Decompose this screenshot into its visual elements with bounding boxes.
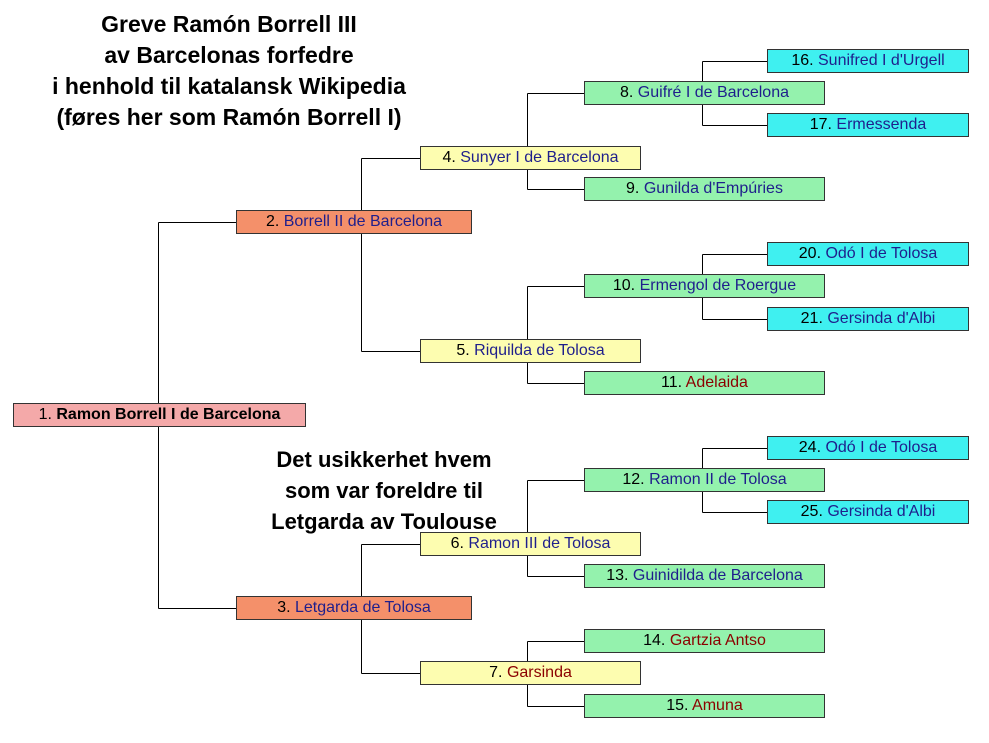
ancestor-number: 8. — [620, 84, 638, 101]
ancestor-box-10: 10. Ermengol de Roergue — [584, 274, 825, 298]
ancestor-box-17: 17. Ermessenda — [767, 113, 969, 137]
ancestor-number: 11. — [661, 374, 686, 391]
ancestor-box-13: 13. Guinidilda de Barcelona — [584, 564, 825, 588]
ancestor-number: 1. — [38, 406, 57, 423]
ancestor-name-link[interactable]: Gartzia Antso — [669, 632, 766, 649]
ancestor-box-2: 2. Borrell II de Barcelona — [236, 210, 472, 234]
ancestor-number: 5. — [456, 342, 475, 359]
ancestor-name-link[interactable]: Garsinda — [506, 664, 572, 681]
ancestor-box-9: 9. Gunilda d'Empúries — [584, 177, 825, 201]
ancestor-number: 15. — [666, 697, 693, 714]
ancestor-number: 6. — [450, 535, 469, 552]
title-line: Greve Ramón Borrell III — [101, 11, 357, 37]
ancestor-box-20: 20. Odó I de Tolosa — [767, 242, 969, 266]
ancestor-box-3: 3. Letgarda de Tolosa — [236, 596, 472, 620]
ancestor-box-8: 8. Guifré I de Barcelona — [584, 81, 825, 105]
ancestor-box-21: 21. Gersinda d'Albi — [767, 307, 969, 331]
ancestor-name-link[interactable]: Amuna — [692, 697, 743, 714]
ancestor-name-link[interactable]: Gersinda d'Albi — [827, 310, 936, 327]
ancestor-box-11: 11. Adelaida — [584, 371, 825, 395]
ancestor-number: 10. — [612, 277, 640, 294]
ancestor-box-6: 6. Ramon III de Tolosa — [420, 532, 641, 556]
uncertainty-note: Det usikkerhet hvem som var foreldre til… — [234, 444, 534, 537]
ancestor-name-link[interactable]: Letgarda de Tolosa — [294, 599, 431, 616]
ancestor-box-4: 4. Sunyer I de Barcelona — [420, 146, 641, 170]
ancestor-number: 2. — [265, 213, 284, 230]
ancestor-box-7: 7. Garsinda — [420, 661, 641, 685]
title-line: av Barcelonas forfedre — [104, 42, 354, 68]
ancestor-name-link[interactable]: Riquilda de Tolosa — [474, 342, 605, 359]
ancestor-box-16: 16. Sunifred I d'Urgell — [767, 49, 969, 73]
ancestor-name-link[interactable]: Odó I de Tolosa — [825, 245, 938, 262]
chart-title: Greve Ramón Borrell III av Barcelonas fo… — [0, 9, 458, 133]
note-line: Letgarda av Toulouse — [271, 509, 497, 534]
ancestor-name-link[interactable]: Sunifred I d'Urgell — [818, 52, 945, 69]
ancestor-name-link[interactable]: Ramon Borrell I de Barcelona — [56, 406, 281, 423]
ancestor-number: 24. — [798, 439, 826, 456]
ancestor-name-link[interactable]: Gunilda d'Empúries — [643, 180, 783, 197]
ancestor-number: 7. — [489, 664, 507, 681]
ancestor-box-1: 1. Ramon Borrell I de Barcelona — [13, 403, 306, 427]
ancestor-name-link[interactable]: Odó I de Tolosa — [825, 439, 938, 456]
ancestor-number: 13. — [606, 567, 633, 584]
title-line: i henhold til katalansk Wikipedia — [52, 73, 406, 99]
ancestor-box-24: 24. Odó I de Tolosa — [767, 436, 969, 460]
note-line: Det usikkerhet hvem — [276, 447, 492, 472]
ancestor-box-14: 14. Gartzia Antso — [584, 629, 825, 653]
ancestor-name-link[interactable]: Ermessenda — [836, 116, 927, 133]
ancestor-name-link[interactable]: Ermengol de Roergue — [639, 277, 797, 294]
ancestor-number: 3. — [277, 599, 295, 616]
ancestor-number: 14. — [643, 632, 670, 649]
ancestor-box-25: 25. Gersinda d'Albi — [767, 500, 969, 524]
ancestor-box-12: 12. Ramon II de Tolosa — [584, 468, 825, 492]
ancestor-number: 4. — [442, 149, 461, 166]
ancestor-name-link[interactable]: Ramon III de Tolosa — [468, 535, 611, 552]
ancestor-number: 16. — [791, 52, 818, 69]
ancestor-number: 12. — [622, 471, 650, 488]
ancestor-number: 9. — [626, 180, 644, 197]
ancestor-name-link[interactable]: Adelaida — [685, 374, 748, 391]
ancestor-name-link[interactable]: Borrell II de Barcelona — [283, 213, 443, 230]
ancestor-name-link[interactable]: Ramon II de Tolosa — [649, 471, 787, 488]
ancestor-name-link[interactable]: Guifré I de Barcelona — [637, 84, 789, 101]
ancestor-name-link[interactable]: Sunyer I de Barcelona — [460, 149, 619, 166]
ancestor-number: 17. — [809, 116, 837, 133]
ancestor-name-link[interactable]: Gersinda d'Albi — [827, 503, 936, 520]
ancestor-box-15: 15. Amuna — [584, 694, 825, 718]
ancestor-number: 25. — [800, 503, 828, 520]
ancestor-name-link[interactable]: Guinidilda de Barcelona — [632, 567, 803, 584]
note-line: som var foreldre til — [284, 478, 484, 503]
ancestor-number: 21. — [800, 310, 828, 327]
ancestor-number: 20. — [798, 245, 826, 262]
ancestor-box-5: 5. Riquilda de Tolosa — [420, 339, 641, 363]
title-line: (føres her som Ramón Borrell I) — [56, 104, 402, 130]
